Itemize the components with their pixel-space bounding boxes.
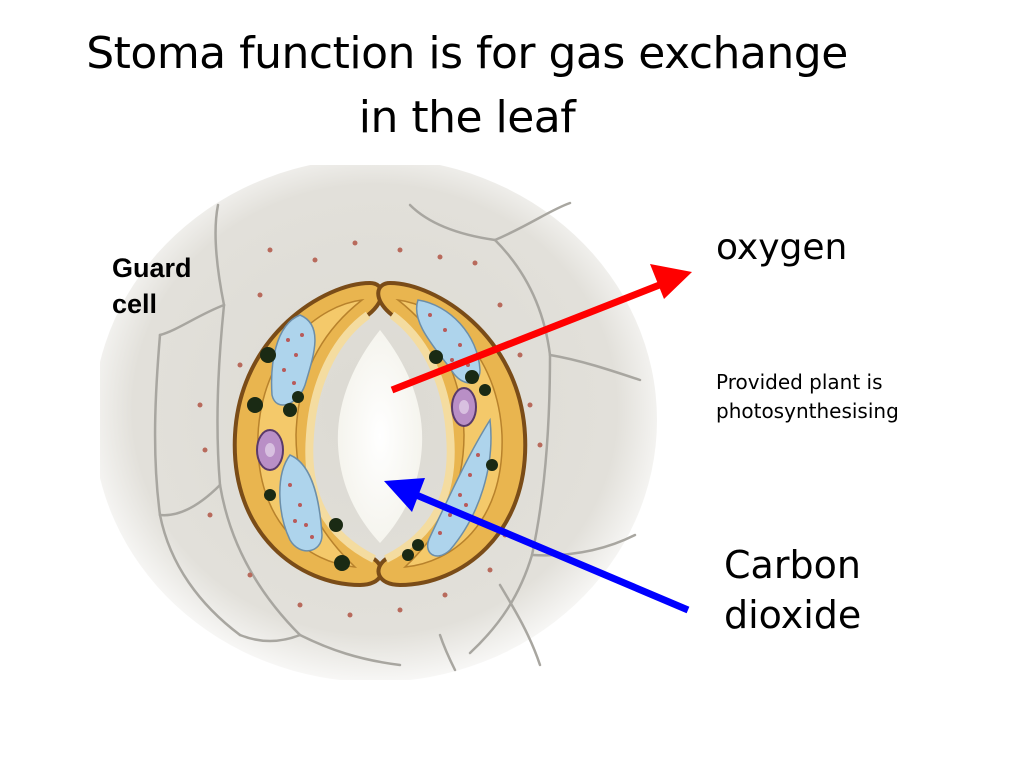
title-line-1: Stoma function is for gas exchange: [86, 28, 848, 79]
slide-title: Stoma function is for gas exchange in th…: [40, 22, 894, 150]
stoma-diagram: [100, 165, 657, 680]
title-line-2: in the leaf: [358, 92, 576, 143]
carbon-dioxide-label: Carbon dioxide: [724, 543, 862, 637]
chloroplast: [279, 454, 323, 552]
guard-cell-label: Guard cell: [112, 253, 192, 319]
oxygen-label: oxygen: [716, 227, 848, 268]
cytoplasm-dots: [197, 240, 543, 618]
photosynthesis-note: Provided plant is photosynthesising: [716, 370, 899, 423]
